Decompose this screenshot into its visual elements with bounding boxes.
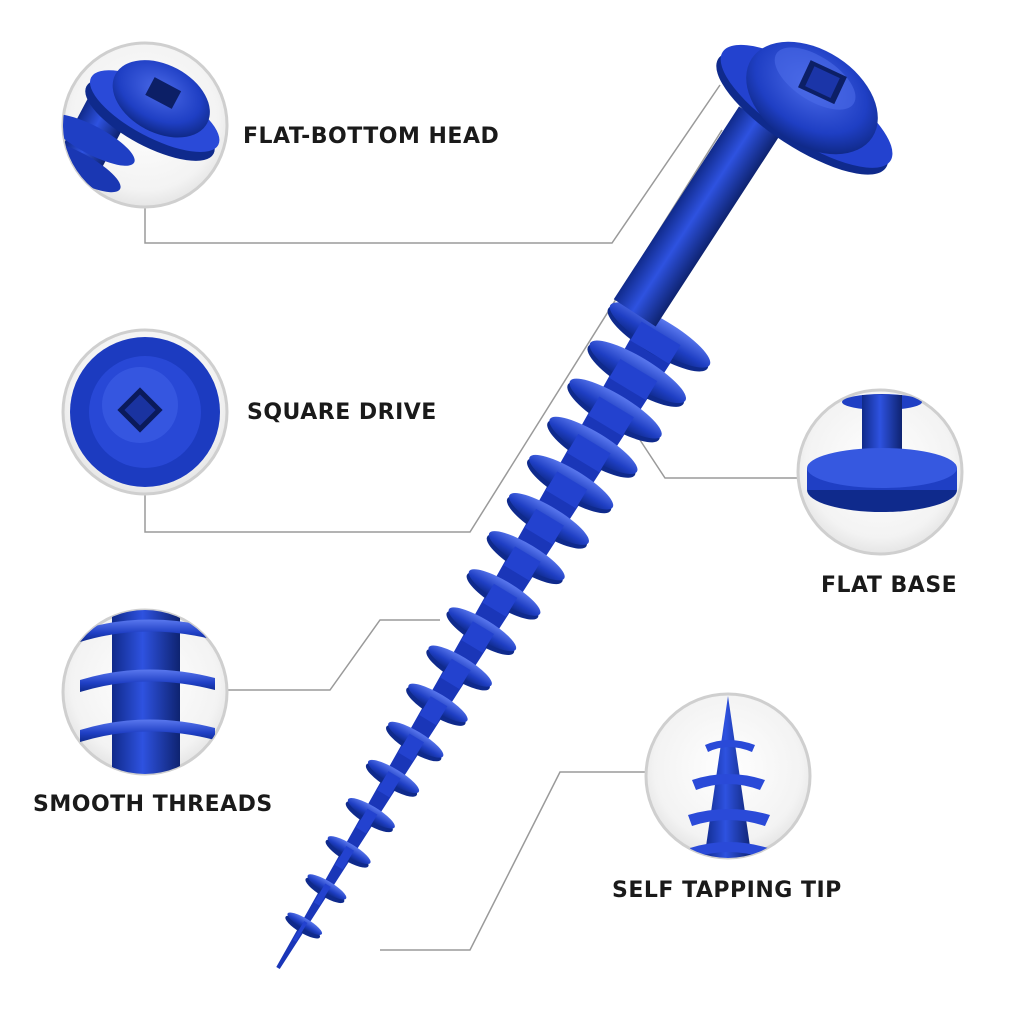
label-flat-base: FLAT BASE <box>821 573 958 598</box>
leader-line-base <box>639 439 797 479</box>
label-smooth-threads: SMOOTH THREADS <box>33 792 273 817</box>
thread-ring <box>466 569 541 620</box>
label-flat-bottom-head: FLAT-BOTTOM HEAD <box>243 124 500 149</box>
detail-flat-bottom-head <box>61 41 229 209</box>
thread-ring <box>486 531 565 585</box>
screw-threads <box>276 302 711 970</box>
leader-line-tip <box>380 771 645 951</box>
thread-ring <box>406 683 468 726</box>
leader-line-drive <box>144 129 723 533</box>
main-screw <box>276 41 893 970</box>
thread-ring <box>325 836 371 870</box>
thread-ring <box>305 874 347 906</box>
detail-self-tapping-tip <box>644 692 812 860</box>
screw-shank <box>613 106 781 327</box>
label-self-tapping-tip: SELF TAPPING TIP <box>612 878 842 903</box>
thread-ring <box>345 798 395 834</box>
thread-ring <box>567 378 662 443</box>
thread-ring <box>386 721 444 762</box>
thread-ring <box>506 493 589 549</box>
detail-smooth-threads <box>61 608 229 776</box>
thread-ring <box>547 416 638 478</box>
leader-line-head <box>144 84 721 244</box>
thread-ring <box>285 912 323 942</box>
thread-ring <box>607 302 711 372</box>
thread-ring <box>446 607 517 655</box>
thread-ring <box>426 645 492 691</box>
detail-flat-base <box>796 388 964 556</box>
thread-ring <box>527 454 614 514</box>
thread-ring <box>587 340 687 407</box>
screw-head <box>716 41 893 175</box>
detail-square-drive <box>61 328 229 496</box>
label-square-drive: SQUARE DRIVE <box>247 400 437 425</box>
thread-ring <box>365 759 420 798</box>
